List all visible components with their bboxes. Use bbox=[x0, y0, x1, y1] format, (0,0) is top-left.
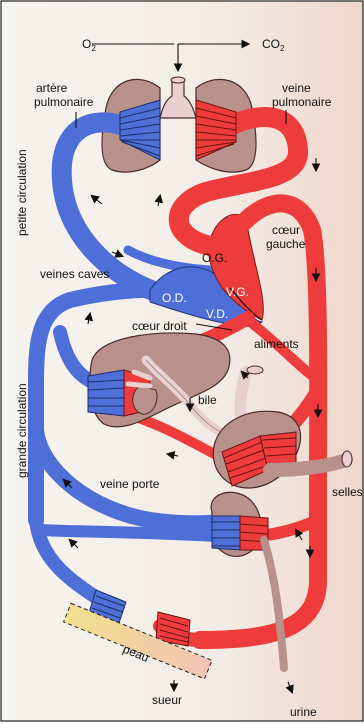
veine-porte-label: veine porte bbox=[100, 477, 160, 491]
bile-label: bile bbox=[198, 393, 217, 407]
grande-circulation-label: grande circulation bbox=[15, 383, 29, 478]
sueur-label: sueur bbox=[152, 693, 182, 707]
od-label: O.D. bbox=[162, 291, 187, 305]
renal-vein bbox=[40, 530, 215, 536]
petite-circulation-label: petite circulation bbox=[15, 149, 29, 236]
veines-caves-label: veines caves bbox=[40, 267, 109, 281]
og-label: O.G. bbox=[202, 251, 227, 265]
aliments-label: aliments bbox=[254, 337, 299, 351]
coeur-droit-label: cœur droit bbox=[132, 319, 187, 333]
vd-label: V.D. bbox=[206, 307, 228, 321]
selles-label: selles bbox=[332, 485, 363, 499]
vg-label: V.G. bbox=[226, 285, 249, 299]
urine-label: urine bbox=[290, 705, 317, 719]
